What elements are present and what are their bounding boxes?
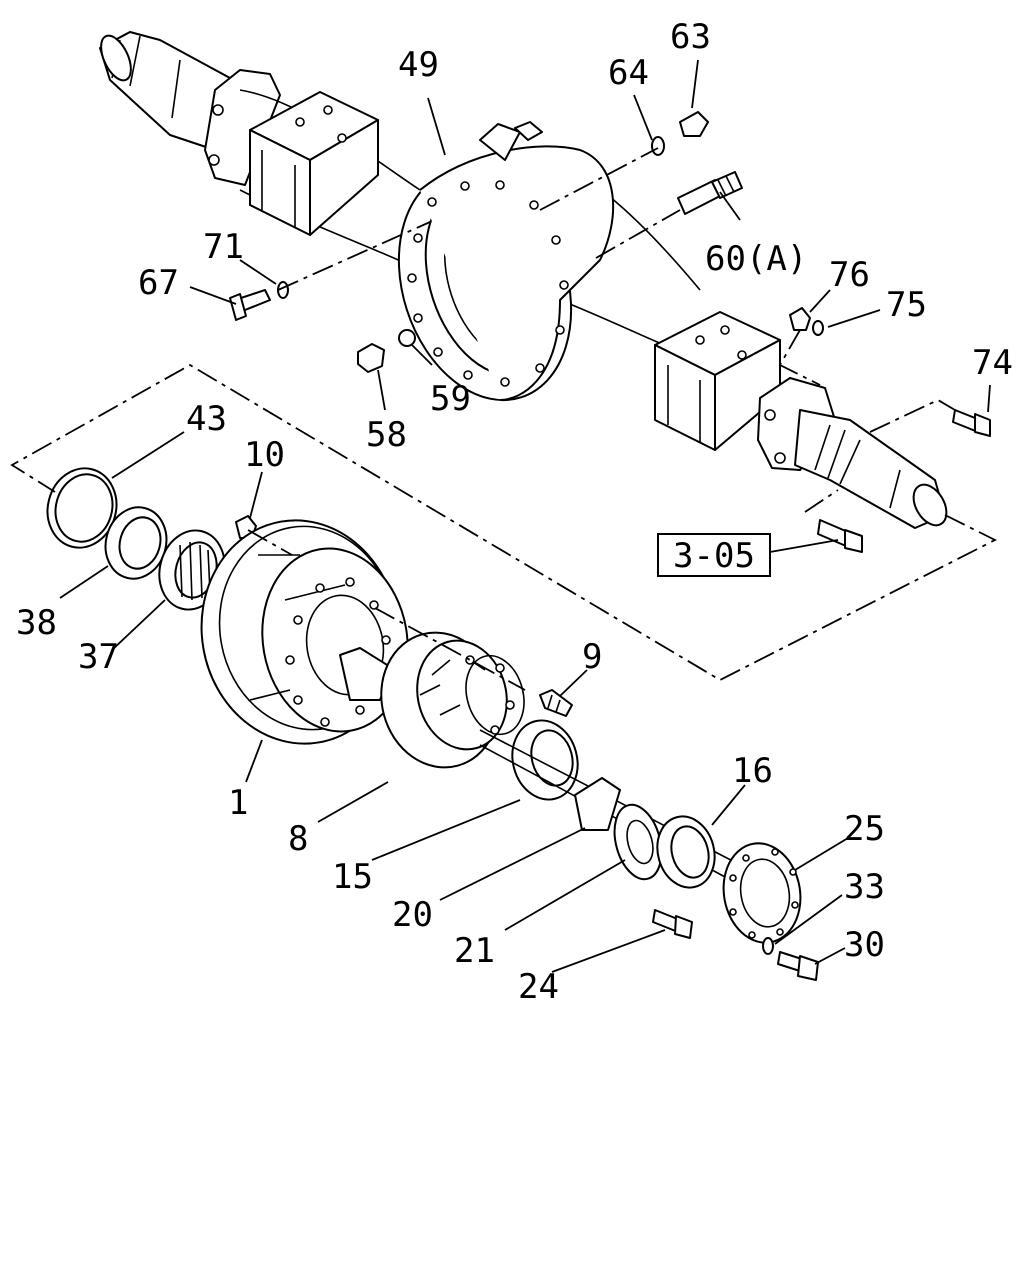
leader-lines xyxy=(59,59,991,973)
lock-plate-21 xyxy=(613,803,663,881)
callout-49: 49 xyxy=(398,45,439,85)
callout-9: 9 xyxy=(582,637,602,677)
reference-box-3-05: 3-05 xyxy=(657,533,771,577)
housing-bolt-holes xyxy=(407,180,569,387)
plug-58 xyxy=(357,343,385,373)
callout-59: 59 xyxy=(430,379,471,419)
callout-1: 1 xyxy=(228,783,248,823)
bolt-67 xyxy=(229,289,271,321)
breather-60 xyxy=(677,171,743,215)
washer-75 xyxy=(812,320,824,336)
bolt-24 xyxy=(652,909,693,939)
callout-75: 75 xyxy=(886,285,927,325)
callout-16: 16 xyxy=(732,751,773,791)
stud-9 xyxy=(539,689,573,717)
callout-21: 21 xyxy=(454,931,495,971)
bolt-74 xyxy=(952,409,991,437)
axle-housing xyxy=(99,31,948,529)
callout-10: 10 xyxy=(244,435,285,475)
spacer-20 xyxy=(574,777,621,831)
callout-20: 20 xyxy=(392,895,433,935)
callout-64: 64 xyxy=(608,53,649,93)
callout-24: 24 xyxy=(518,967,559,1007)
callout-8: 8 xyxy=(288,819,308,859)
callout-15: 15 xyxy=(332,857,373,897)
bolt-30 xyxy=(777,951,819,981)
o-ring-64 xyxy=(651,136,665,156)
callout-43: 43 xyxy=(186,399,227,439)
callout-76: 76 xyxy=(829,255,870,295)
flange-25 xyxy=(722,842,802,944)
gasket-59 xyxy=(398,329,416,347)
nut-76 xyxy=(789,307,811,331)
callout-60: 60(A) xyxy=(705,239,807,279)
bearing-15 xyxy=(511,719,579,801)
oil-seal-16 xyxy=(656,815,716,889)
reference-box-label: 3-05 xyxy=(673,536,755,576)
washer-33 xyxy=(762,937,774,955)
callout-25: 25 xyxy=(844,809,885,849)
snap-ring-43 xyxy=(46,467,118,549)
callout-37: 37 xyxy=(78,637,119,677)
assembly-lines xyxy=(10,147,997,691)
plug-63 xyxy=(679,111,709,137)
callout-63: 63 xyxy=(670,17,711,57)
oil-seal-38 xyxy=(104,506,168,580)
callout-labels: 49 63 64 71 67 60(A) 76 75 74 59 58 43 1… xyxy=(16,17,1013,1007)
bolt-3-05 xyxy=(817,519,863,553)
callout-74: 74 xyxy=(972,343,1013,383)
callout-71: 71 xyxy=(203,227,244,267)
callout-30: 30 xyxy=(844,925,885,965)
callout-67: 67 xyxy=(138,263,179,303)
callout-58: 58 xyxy=(366,415,407,455)
callout-38: 38 xyxy=(16,603,57,643)
callout-33: 33 xyxy=(844,867,885,907)
